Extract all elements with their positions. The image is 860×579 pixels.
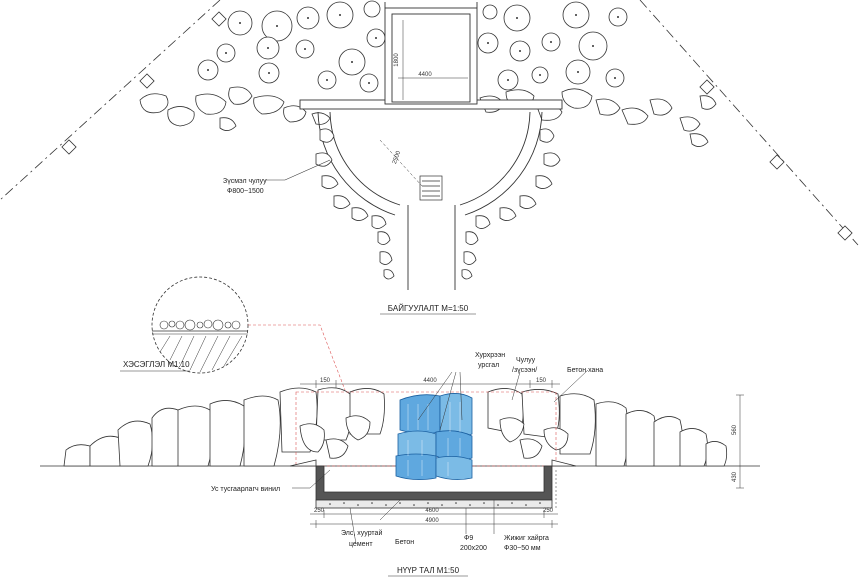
section-view: 150 4400 150 560 430 4600 4900 250 250 Х… [40,352,760,577]
plan-title: БАЙГУУЛАЛТ М=1:50 [388,304,469,313]
label-stone-1: Чулуу [516,357,536,364]
dim-top-mid: 4400 [423,378,437,384]
boundary-marker [139,73,155,89]
section-dimensions [300,380,744,528]
label-rebar-1: Ф9 [464,535,473,542]
dim-bottom-outer: 4900 [425,518,439,524]
gravel-dots [329,502,541,506]
plan-ring-stones [315,128,561,280]
section-stone-mound [63,387,728,467]
plan-opening-frame [384,2,478,105]
boundary-marker [211,11,227,27]
section-leaders [292,369,589,545]
label-stone-2: /зүсээн/ [512,367,537,374]
label-gravel-2: Ф30~50 мм [504,545,541,552]
dim-left-small: 250 [314,508,325,514]
plan-stone-note-1: Зүсмэл чулуу [223,178,267,185]
label-heated-2: урсгал [478,362,499,369]
label-concrete-wall: Бетон хана [567,367,603,374]
dim-height: 560 [732,424,738,435]
boundary-marker [699,79,715,95]
detail-title: ХЭСЭГЛЭЛ М1:10 [123,360,190,369]
plan-right-boundary [639,0,859,246]
section-title: НҮҮР ТАЛ М1:50 [397,566,460,575]
dim-top-right: 150 [536,378,547,384]
label-sand-1: Элс, хууртай [341,529,382,537]
plan-stone-band [139,86,717,147]
foundation-basin [289,459,577,509]
boundary-marker [769,154,785,170]
plan-dim-top-width: 4400 [418,72,432,78]
label-rebar-2: 200x200 [460,545,487,552]
boundary-marker [837,225,853,241]
plan-dim-radius: 2500 [392,150,402,165]
plan-circular-chamber [317,111,543,290]
water-stones [395,393,473,480]
label-gravel-1: Жижиг хайрга [504,534,549,542]
label-vinyl: Ус тусгаарлагч винил [211,486,280,493]
plan-dim-vertical: 1800 [394,53,400,67]
detail-view: ХЭСЭГЛЭЛ М1:10 [120,276,346,391]
plan-left-boundary [0,0,221,201]
dim-top-left: 150 [320,378,331,384]
dim-right-small: 250 [543,508,554,514]
label-heated-1: Хурхрээн [475,352,505,359]
plan-vent [419,175,443,201]
label-sand-2: цемент [349,541,373,548]
boundary-marker [61,139,77,155]
dim-base-height: 430 [732,471,738,482]
plan-view: 4400 1800 2500 [0,0,859,315]
label-concrete: Бетон [395,539,414,546]
dim-bottom-inner: 4600 [425,508,439,514]
plan-stone-note-2: Ф800~1500 [227,188,264,195]
